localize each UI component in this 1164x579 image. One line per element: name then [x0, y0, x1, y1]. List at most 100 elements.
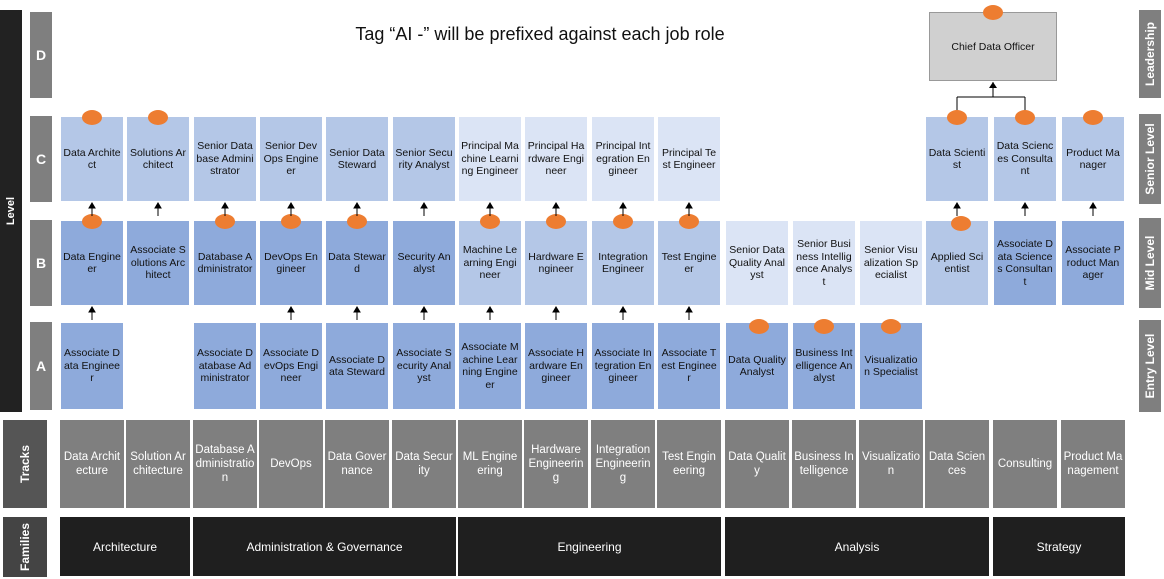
marker-c-product-manager — [1083, 110, 1103, 125]
cdo-arrow-head — [989, 82, 997, 88]
role-b-data-engineer: Data Engineer — [60, 220, 124, 306]
track-data-security: Data Security — [392, 420, 456, 508]
side-mid: Mid Level — [1139, 218, 1161, 308]
role-b-devops: DevOps Engineer — [259, 220, 323, 306]
role-b-integration-engineer: Integration Engineer — [591, 220, 655, 306]
role-c-solutions-architect: Solutions Architect — [126, 116, 190, 202]
marker-b-data-engineer — [82, 214, 102, 229]
role-c-data-scientist: Data Scientist — [925, 116, 989, 202]
role-b-data-steward: Data Steward — [325, 220, 389, 306]
marker-b-devops — [281, 214, 301, 229]
track-ml-engineering: ML Engineering — [458, 420, 522, 508]
arrow-ab-4-head — [420, 306, 428, 313]
track-data-quality: Data Quality — [725, 420, 789, 508]
marker-b-dba — [215, 214, 235, 229]
family-architecture: Architecture — [60, 517, 190, 576]
families-label-text: Families — [18, 522, 32, 572]
track-business-intelligence: Business Intelligence — [792, 420, 856, 508]
arrow-ab-3-head — [353, 306, 361, 313]
families-label: Families — [3, 517, 47, 577]
level-axis: Level — [0, 10, 22, 412]
arrow-ab-6-head — [552, 306, 560, 313]
side-senior-label: Senior Level — [1143, 123, 1157, 195]
arrow-ab-8-head — [685, 306, 693, 313]
marker-c-solutions-architect — [148, 110, 168, 125]
role-b-security-analyst: Security Analyst — [392, 220, 456, 306]
role-b-senior-viz-specialist: Senior Visualization Specialist — [859, 220, 923, 306]
role-c-senior-dba: Senior Database Administrator — [193, 116, 257, 202]
arrow-ab-2-head — [287, 306, 295, 313]
grade-a: A — [30, 322, 52, 410]
role-b-dba: Database Administrator — [193, 220, 257, 306]
track-devops: DevOps — [259, 420, 323, 508]
side-entry-label: Entry Level — [1143, 333, 1157, 399]
arrow-bc-10-head — [685, 202, 693, 209]
track-database-administration: Database Administration — [193, 420, 257, 508]
role-a-assoc-hw-engineer: Associate Hardware Engineer — [524, 322, 588, 410]
arrow-bc-11-head — [953, 202, 961, 209]
track-hardware-engineering: Hardware Engineering — [524, 420, 588, 508]
role-b-applied-scientist: Applied Scientist — [925, 220, 989, 306]
arrow-ab-1-head — [88, 306, 96, 313]
side-leadership-label: Leadership — [1143, 21, 1157, 87]
marker-b-applied-scientist — [951, 216, 971, 231]
grade-c: C — [30, 116, 52, 202]
role-c-principal-integration: Principal Integration Engineer — [591, 116, 655, 202]
arrow-bc-7-head — [486, 202, 494, 209]
role-a-bi-analyst: Business Intelligence Analyst — [792, 322, 856, 410]
side-senior: Senior Level — [1139, 114, 1161, 204]
marker-a-bi-analyst — [814, 319, 834, 334]
role-a-assoc-ml-engineer: Associate Machine Learning Engineer — [458, 322, 522, 410]
arrow-ab-5-head — [486, 306, 494, 313]
arrow-bc-3-head — [221, 202, 229, 209]
track-consulting: Consulting — [993, 420, 1057, 508]
role-a-dq-analyst: Data Quality Analyst — [725, 322, 789, 410]
role-c-principal-ml: Principal Machine Learning Engineer — [458, 116, 522, 202]
role-c-senior-security-analyst: Senior Security Analyst — [392, 116, 456, 202]
role-c-principal-hw: Principal Hardware Engineer — [524, 116, 588, 202]
role-a-assoc-data-steward: Associate Data Steward — [325, 322, 389, 410]
marker-b-hw-engineer — [546, 214, 566, 229]
arrow-bc-6-head — [420, 202, 428, 209]
track-data-sciences: Data Sciences — [925, 420, 989, 508]
marker-c-data-architect — [82, 110, 102, 125]
arrow-bc-4-head — [287, 202, 295, 209]
arrow-bc-9-head — [619, 202, 627, 209]
arrow-bc-2-head — [154, 202, 162, 209]
side-mid-label: Mid Level — [1143, 235, 1157, 291]
role-b-test-engineer: Test Engineer — [657, 220, 721, 306]
role-a-assoc-security-analyst: Associate Security Analyst — [392, 322, 456, 410]
grade-b: B — [30, 220, 52, 306]
family-strategy: Strategy — [993, 517, 1125, 576]
marker-b-test-engineer — [679, 214, 699, 229]
track-product-management: Product Management — [1061, 420, 1125, 508]
marker-b-data-steward — [347, 214, 367, 229]
grade-d: D — [30, 12, 52, 98]
arrow-bc-13-head — [1089, 202, 1097, 209]
marker-a-dq-analyst — [749, 319, 769, 334]
track-visualization: Visualization — [859, 420, 923, 508]
marker-a-viz-specialist — [881, 319, 901, 334]
marker-c-ds-consultant — [1015, 110, 1035, 125]
role-a-assoc-test-engineer: Associate Test Engineer — [657, 322, 721, 410]
role-c-principal-test: Principal Test Engineer — [657, 116, 721, 202]
note-text: Tag “AI -” will be prefixed against each… — [355, 24, 725, 44]
family-analysis: Analysis — [725, 517, 989, 576]
cdo-box: Chief Data Officer — [929, 12, 1057, 81]
role-c-ds-consultant: Data Sciences Consultant — [993, 116, 1057, 202]
marker-c-data-scientist — [947, 110, 967, 125]
role-c-product-manager: Product Manager — [1061, 116, 1125, 202]
family-engineering: Engineering — [458, 517, 721, 576]
level-axis-label: Level — [5, 196, 17, 226]
marker-cdo — [983, 5, 1003, 20]
role-a-assoc-devops: Associate DevOps Engineer — [259, 322, 323, 410]
track-data-architecture: Data Architecture — [60, 420, 124, 508]
family-admin-governance: Administration & Governance — [193, 517, 456, 576]
arrow-bc-8-head — [552, 202, 560, 209]
arrow-bc-12-head — [1021, 202, 1029, 209]
side-leadership: Leadership — [1139, 10, 1161, 98]
tracks-label: Tracks — [3, 420, 47, 508]
role-c-senior-data-steward: Senior Data Steward — [325, 116, 389, 202]
arrow-bc-5-head — [353, 202, 361, 209]
side-entry: Entry Level — [1139, 320, 1161, 412]
